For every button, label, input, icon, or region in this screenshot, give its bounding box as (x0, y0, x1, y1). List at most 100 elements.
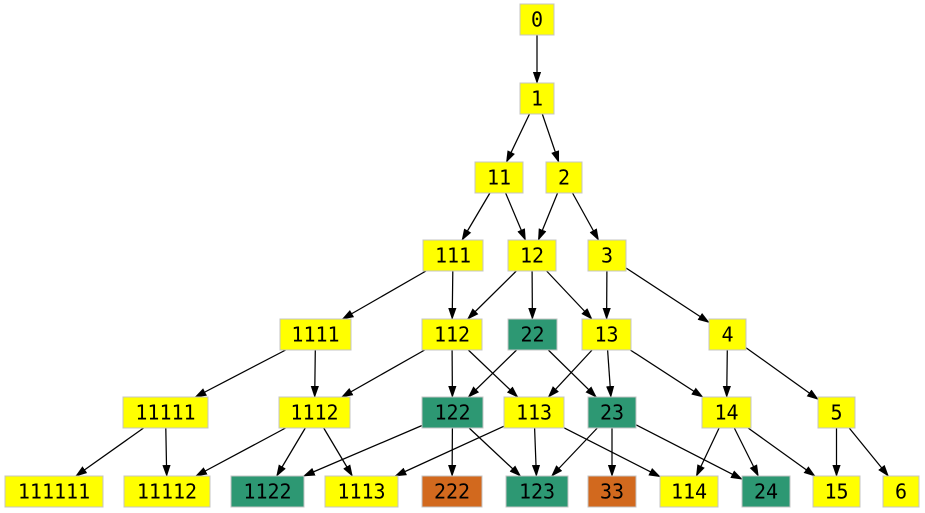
edge-22-23 (547, 349, 597, 398)
edge-2-3 (571, 192, 600, 241)
edge-113-123 (531, 427, 541, 477)
node-label: 112 (434, 323, 470, 347)
node-label: 4 (721, 323, 733, 347)
node-2: 2 (545, 161, 583, 194)
node-label: 0 (531, 8, 543, 32)
node-box (519, 3, 555, 36)
node-label: 33 (600, 480, 624, 504)
node-label: 5 (830, 401, 842, 425)
node-label: 1 (531, 87, 543, 111)
node-label: 111 (435, 244, 471, 268)
node-11111: 11111 (122, 396, 209, 429)
node-label: 23 (600, 401, 624, 425)
node-0: 0 (519, 3, 555, 36)
node-113: 113 (503, 396, 565, 429)
node-label: 1113 (337, 480, 385, 504)
node-box (421, 475, 483, 508)
edge-1-11 (505, 113, 531, 163)
edge-14-114 (695, 427, 720, 477)
node-label: 113 (516, 401, 552, 425)
node-box (422, 239, 484, 272)
edge-111-1111 (341, 270, 427, 320)
edge-14-24 (733, 427, 759, 477)
node-box (505, 475, 569, 508)
edge-11111-11112 (162, 427, 171, 477)
node-label: 14 (714, 401, 738, 425)
node-box (324, 475, 399, 508)
node-label: 11 (487, 166, 511, 190)
node-box (474, 161, 524, 194)
node-23: 23 (587, 396, 637, 429)
edge-112-1112 (340, 349, 426, 398)
edge-11-12 (505, 192, 526, 241)
edge-5-6 (848, 427, 889, 477)
edge-23-24 (635, 424, 743, 480)
node-3: 3 (587, 239, 627, 272)
node-box (581, 318, 632, 351)
edge-13-14 (629, 349, 704, 398)
node-box (812, 475, 861, 508)
edge-113-1113 (394, 425, 505, 477)
node-6: 6 (882, 475, 920, 508)
node-label: 11111 (135, 401, 195, 425)
node-label: 11112 (137, 480, 197, 504)
edge-1112-11112 (195, 427, 286, 477)
node-24: 24 (741, 475, 791, 508)
node-box (230, 475, 305, 508)
node-14: 14 (701, 396, 752, 429)
edge-1-2 (541, 113, 560, 163)
edge-122-1122 (302, 424, 423, 477)
node-label: 111111 (18, 480, 90, 504)
node-5: 5 (817, 396, 856, 429)
edge-14-15 (747, 427, 816, 477)
node-4: 4 (708, 318, 747, 351)
edge-11-111 (461, 192, 491, 241)
node-box (123, 475, 211, 508)
edge-111-112 (448, 270, 457, 320)
node-1112: 1112 (278, 396, 351, 429)
edge-1111-11111 (194, 349, 286, 398)
edge-12-13 (546, 270, 593, 320)
node-box (507, 318, 558, 351)
node-1113: 1113 (324, 475, 399, 508)
node-15: 15 (812, 475, 861, 508)
node-box (817, 396, 856, 429)
node-box (659, 475, 719, 508)
node-label: 3 (601, 244, 613, 268)
node-33: 33 (587, 475, 637, 508)
node-112: 112 (421, 318, 483, 351)
node-label: 13 (594, 323, 618, 347)
edge-13-23 (606, 349, 615, 398)
edge-3-4 (625, 267, 710, 323)
node-label: 1122 (243, 480, 291, 504)
edge-4-14 (722, 349, 731, 398)
edge-23-123 (551, 427, 598, 477)
node-label: 1111 (291, 323, 339, 347)
node-114: 114 (659, 475, 719, 508)
node-12: 12 (507, 239, 557, 272)
node-label: 6 (895, 480, 907, 504)
edge-22-122 (467, 349, 518, 398)
edge-1112-1122 (276, 427, 306, 477)
node-label: 122 (434, 401, 470, 425)
node-box (882, 475, 920, 508)
node-box (122, 396, 209, 429)
node-box (421, 318, 483, 351)
edge-122-123 (468, 427, 522, 477)
node-label: 24 (754, 480, 778, 504)
node-box (587, 239, 627, 272)
node-box (503, 396, 565, 429)
node-label: 2 (558, 166, 570, 190)
node-122: 122 (421, 396, 484, 429)
edge-11111-111111 (75, 427, 144, 477)
node-1111: 1111 (279, 318, 352, 351)
node-11112: 11112 (123, 475, 211, 508)
node-13: 13 (581, 318, 632, 351)
node-box (519, 82, 555, 115)
node-box (741, 475, 791, 508)
edge-1111-1112 (310, 349, 319, 398)
node-1: 1 (519, 82, 555, 115)
node-111: 111 (422, 239, 484, 272)
